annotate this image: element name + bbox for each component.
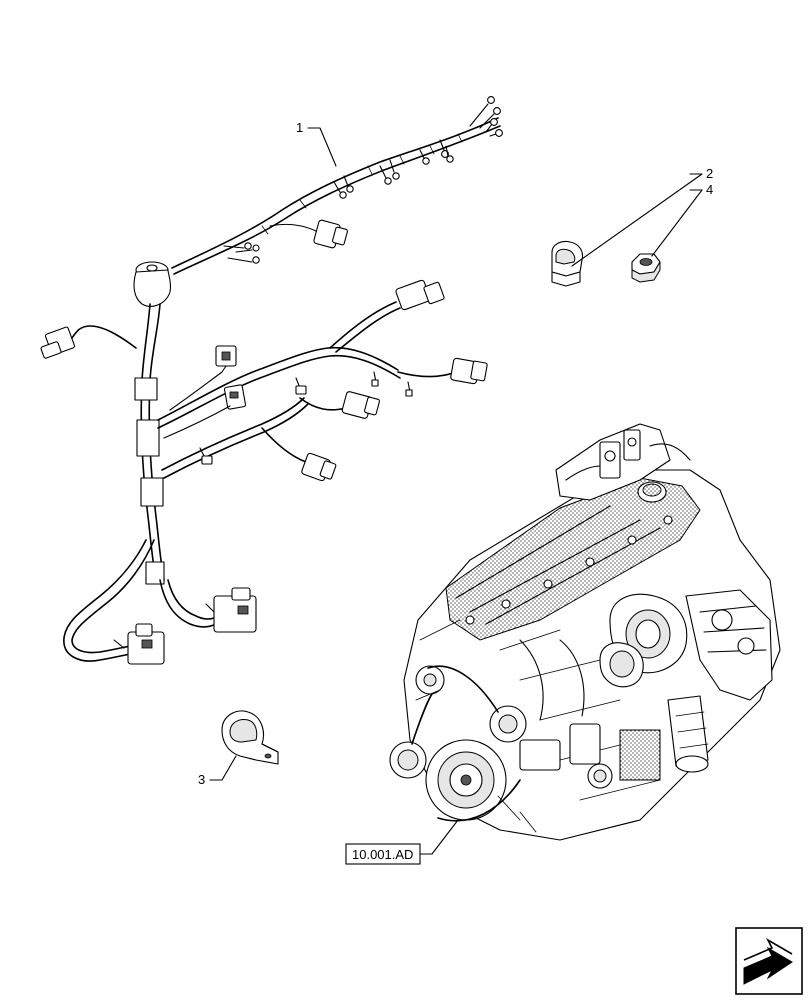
nut-part-4 [631,253,661,283]
leader-lines [209,127,703,855]
callout-1: 1 [296,120,303,135]
callout-4: 4 [706,182,713,197]
front-pulleys [389,665,527,822]
harness-connector-left [40,325,137,359]
harness-lower-loop [63,539,257,665]
callout-3: 3 [198,772,205,787]
reference-label: 10.001.AD [352,847,413,862]
cover-bolts [465,515,673,625]
harness-ring-terminals [223,96,503,264]
reference-box-frame [345,843,421,865]
harness-grommet [133,261,172,307]
engine-assembly [389,423,781,841]
next-page-arrow-icon[interactable] [735,927,803,995]
callout-2: 2 [706,166,713,181]
clamp-part-2 [551,240,584,287]
p-clip-part-3 [221,710,279,765]
reference-box[interactable]: 10.001.AD [345,843,421,865]
harness-middle-branch [157,279,488,439]
harness-lower-branch [161,377,380,482]
harness-connector-top [269,219,348,249]
wiring-harness [40,96,503,665]
